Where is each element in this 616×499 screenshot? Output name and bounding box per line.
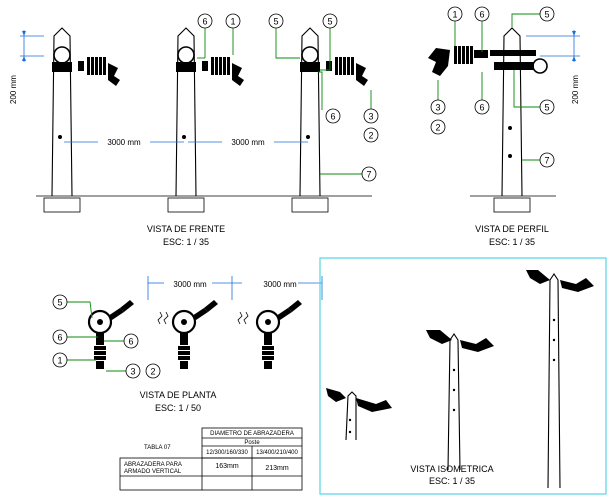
table-row-label-2: ARMADO VERTICAL xyxy=(124,469,182,475)
table-col-1: 12/300/160/330 xyxy=(206,450,248,456)
clamp-table: TABLA 07 DIAMETRO DE ABRAZADERA Poste 12… xyxy=(119,427,303,491)
profile-view-title: VISTA DE PERFIL xyxy=(475,224,549,234)
table-col-2: 13/400/210/400 xyxy=(256,450,298,456)
callout-6b-plan: 6 xyxy=(128,337,133,347)
iso-pole-2 xyxy=(426,330,494,471)
front-view-scale: ESC: 1 / 35 xyxy=(163,237,209,247)
isometric-frame xyxy=(319,257,607,495)
callout-1-profile: 1 xyxy=(452,10,457,20)
iso-pole-1 xyxy=(326,388,392,441)
callout-1-plan: 1 xyxy=(57,356,62,366)
isometric-view: VISTA ISOMETRICA ESC: 1 / 35 xyxy=(319,257,607,495)
table-header: DIAMETRO DE ABRAZADERA xyxy=(210,431,294,437)
plan-view: 3000 mm 3000 mm 5 6 6 1 3 2 VISTA DE PLA… xyxy=(52,276,323,413)
profile-insulator xyxy=(428,46,488,76)
iso-view-scale: ESC: 1 / 35 xyxy=(429,476,475,486)
table-value-2: 213mm xyxy=(265,465,289,472)
spacing-label-2: 3000 mm xyxy=(231,138,265,147)
plan-view-scale: ESC: 1 / 50 xyxy=(155,403,201,413)
table-value-1: 163mm xyxy=(215,463,239,470)
plan-view-title: VISTA DE PLANTA xyxy=(140,390,217,400)
callout-6-front: 6 xyxy=(202,17,207,27)
callout-1-front: 1 xyxy=(230,17,235,27)
callout-5-front: 5 xyxy=(273,17,278,27)
height-dimension-label: 200 mm xyxy=(9,75,18,104)
spacing-label-1: 3000 mm xyxy=(107,138,141,147)
table-name: TABLA 07 xyxy=(144,445,171,451)
callout-6-plan: 6 xyxy=(57,333,62,343)
iso-view-title: VISTA ISOMETRICA xyxy=(410,464,493,474)
callout-6-profile: 6 xyxy=(479,10,484,20)
front-view: 200 mm 3000 mm 3000 mm 6 1 5 5 xyxy=(9,13,379,247)
callout-2-profile: 2 xyxy=(435,123,440,133)
table-subheader: Poste xyxy=(244,440,260,446)
iso-pole-3 xyxy=(526,270,594,489)
profile-view: 200 mm 1 6 5 6 5 3 2 7 VISTA DE PERFIL E… xyxy=(428,6,580,247)
callout-5-profile: 5 xyxy=(544,10,549,20)
profile-view-scale: ESC: 1 / 35 xyxy=(489,237,535,247)
callout-5-plan: 5 xyxy=(57,298,62,308)
callout-6b-front: 6 xyxy=(330,112,335,122)
callout-7-profile: 7 xyxy=(544,156,549,166)
height-dimension: 200 mm xyxy=(9,30,44,104)
callout-2-plan: 2 xyxy=(150,367,155,377)
callout-5b-profile: 5 xyxy=(544,103,549,113)
callout-3-front: 3 xyxy=(368,112,373,122)
callout-3-plan: 3 xyxy=(130,367,135,377)
callout-5b-front: 5 xyxy=(327,17,332,27)
front-view-title: VISTA DE FRENTE xyxy=(147,224,225,234)
front-callouts: 6 1 5 5 6 3 2 7 xyxy=(197,13,379,182)
callout-3-profile: 3 xyxy=(435,103,440,113)
table-row-label-1: ABRAZADERA PARA xyxy=(124,462,182,468)
callout-6b-profile: 6 xyxy=(479,103,484,113)
plan-spacing-label-2: 3000 mm xyxy=(263,280,297,289)
spacing-dimension-front: 3000 mm 3000 mm xyxy=(64,138,308,147)
plan-spacing-label-1: 3000 mm xyxy=(173,280,207,289)
callout-2-front: 2 xyxy=(368,131,373,141)
front-pole-1 xyxy=(43,27,120,213)
front-pole-3 xyxy=(291,27,368,213)
front-pole-2 xyxy=(167,27,244,213)
callout-7-front: 7 xyxy=(366,170,371,180)
profile-height-label: 200 mm xyxy=(571,75,580,104)
